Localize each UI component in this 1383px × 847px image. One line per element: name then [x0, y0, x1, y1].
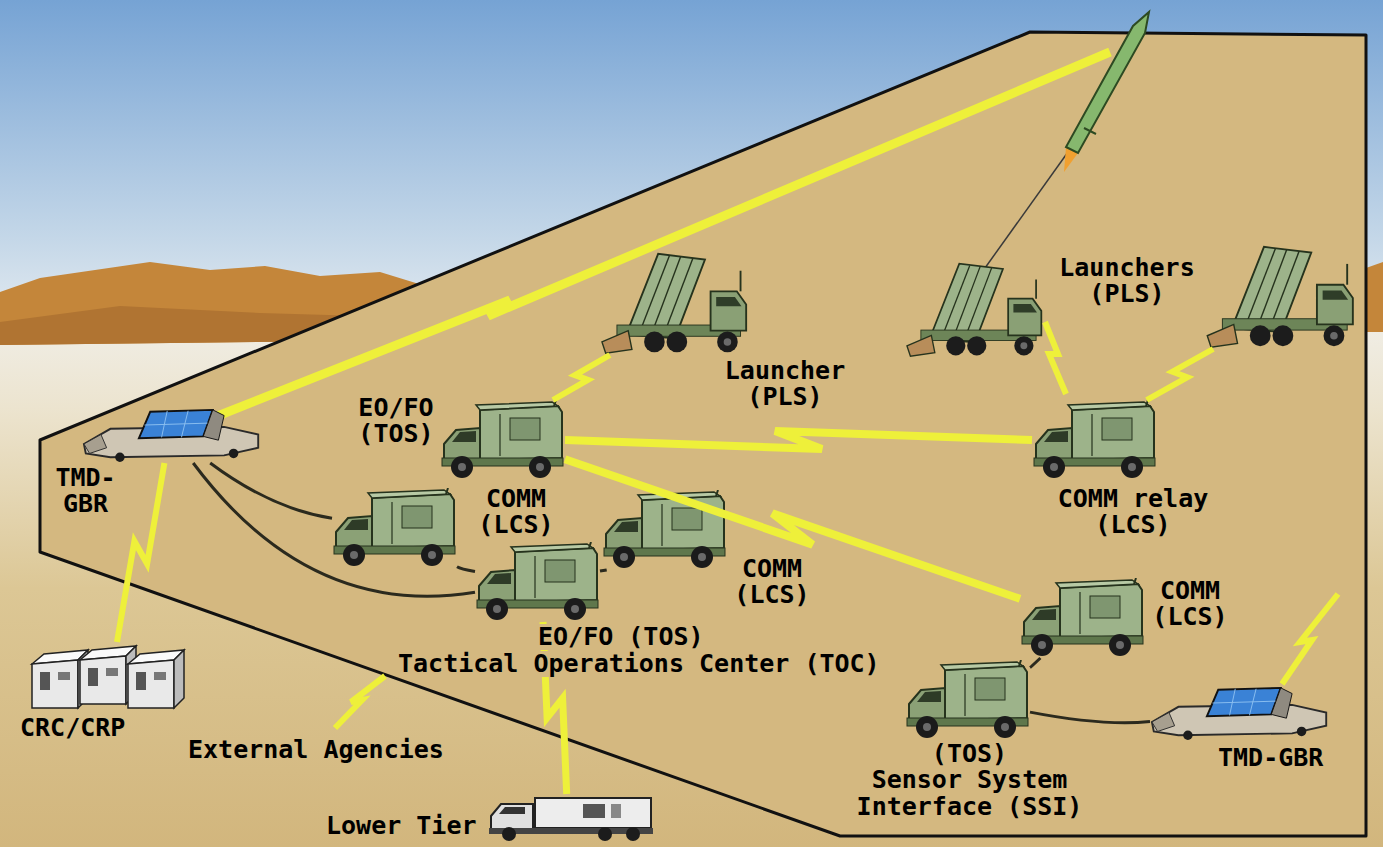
vehicle-node: Lower Tier — [485, 794, 655, 842]
vehicle-node: TMD- GBR — [82, 406, 262, 463]
shelter-vehicle — [334, 488, 455, 566]
vehicle-label: Launcher (PLS) — [715, 358, 855, 411]
datalink-bolt — [1282, 594, 1338, 684]
vehicle-label: Launchers (PLS) — [1052, 255, 1202, 308]
vehicle-label: Lower Tier — [326, 813, 477, 839]
vehicle-label: (TOS)Sensor System Interface (SSI) — [852, 741, 1087, 820]
lower-tier-truck — [489, 798, 653, 841]
datalink-bolt — [565, 431, 1032, 449]
vehicle-label: TMD- GBR — [48, 465, 123, 518]
vehicle-node: Launchers (PLS) — [1205, 245, 1357, 349]
shelter-vehicle — [1034, 400, 1155, 478]
label-text: EO/FO (TOS) — [538, 624, 704, 650]
label-text: Lower Tier — [326, 813, 477, 839]
vehicle-label: COMM (LCS) — [732, 556, 812, 609]
label-text: EO/FO (TOS) — [356, 395, 436, 448]
area-label: External Agencies — [188, 737, 444, 763]
launcher-vehicle — [602, 254, 746, 353]
label-text: Launcher (PLS) — [715, 358, 855, 411]
vehicle-node: COMM (LCS) — [1020, 578, 1145, 658]
vehicle-node: COMM (LCS) — [332, 488, 457, 568]
cable-connector — [193, 463, 475, 596]
control-shelter — [128, 650, 184, 708]
vehicle-label: CRC/CRP — [20, 715, 125, 741]
mountain-range — [1366, 262, 1383, 332]
radar-vehicle — [84, 410, 258, 462]
datalink-bolt — [553, 355, 610, 400]
missile-band — [1084, 128, 1096, 134]
vehicle-node: EO/FO (TOS) — [475, 542, 600, 622]
vehicle-node: (TOS)Sensor System Interface (SSI) — [905, 660, 1030, 740]
shelter-vehicle — [1022, 578, 1143, 656]
vehicle-node: TMD-GBR — [1150, 684, 1330, 741]
vehicle-node: EO/FO (TOS) — [440, 400, 565, 480]
label-text: TMD-GBR — [1218, 745, 1323, 771]
vehicle-node: COMM (LCS) — [602, 490, 727, 570]
vehicle-label: COMM (LCS) — [476, 486, 556, 539]
cable-connector — [457, 567, 475, 572]
shelter-vehicle — [477, 542, 598, 620]
datalink-bolt — [1045, 322, 1066, 394]
cable-connector — [210, 463, 332, 518]
vehicle-label: COMM relay (LCS) — [1048, 486, 1218, 539]
label-text: CRC/CRP — [20, 715, 125, 741]
area-label: Tactical Operations Center (TOC) — [398, 651, 880, 677]
label-text: COMM relay (LCS) — [1048, 486, 1218, 539]
datalink-bolt — [117, 463, 164, 642]
vehicle-label: COMM (LCS) — [1150, 578, 1230, 631]
launcher-vehicle — [1207, 247, 1353, 347]
launcher-vehicle — [907, 264, 1041, 357]
radar-uplink-bolt — [215, 52, 1110, 417]
vehicle-node: CRC/CRP — [28, 642, 188, 710]
shelter-vehicle — [604, 490, 725, 568]
label-text: COMM (LCS) — [476, 486, 556, 539]
missile-trail — [985, 152, 1068, 268]
vehicle-label: TMD-GBR — [1218, 745, 1323, 771]
shelter-vehicle — [907, 660, 1028, 738]
battery-area — [40, 32, 1366, 836]
cable-connector — [600, 570, 607, 571]
cable-connector — [1030, 658, 1040, 668]
datalink-bolt — [335, 676, 385, 728]
label-text: (TOS) — [852, 741, 1087, 767]
label-text: Launchers (PLS) — [1052, 255, 1202, 308]
label-text: Sensor System Interface (SSI) — [852, 767, 1087, 820]
label-text: COMM (LCS) — [732, 556, 812, 609]
vehicle-label: EO/FO (TOS) — [538, 624, 704, 650]
label-text: TMD- GBR — [48, 465, 123, 518]
datalink-bolt — [1147, 349, 1214, 400]
interceptor-missile — [1066, 12, 1149, 153]
vehicle-node: COMM relay (LCS) — [1032, 400, 1157, 480]
shelter-vehicle — [442, 400, 563, 478]
label-text: COMM (LCS) — [1150, 578, 1230, 631]
vehicle-label: EO/FO (TOS) — [356, 395, 436, 448]
radar-vehicle — [1152, 688, 1326, 740]
vehicle-node: Launcher (PLS) — [600, 252, 750, 355]
cable-connector — [1030, 712, 1150, 723]
